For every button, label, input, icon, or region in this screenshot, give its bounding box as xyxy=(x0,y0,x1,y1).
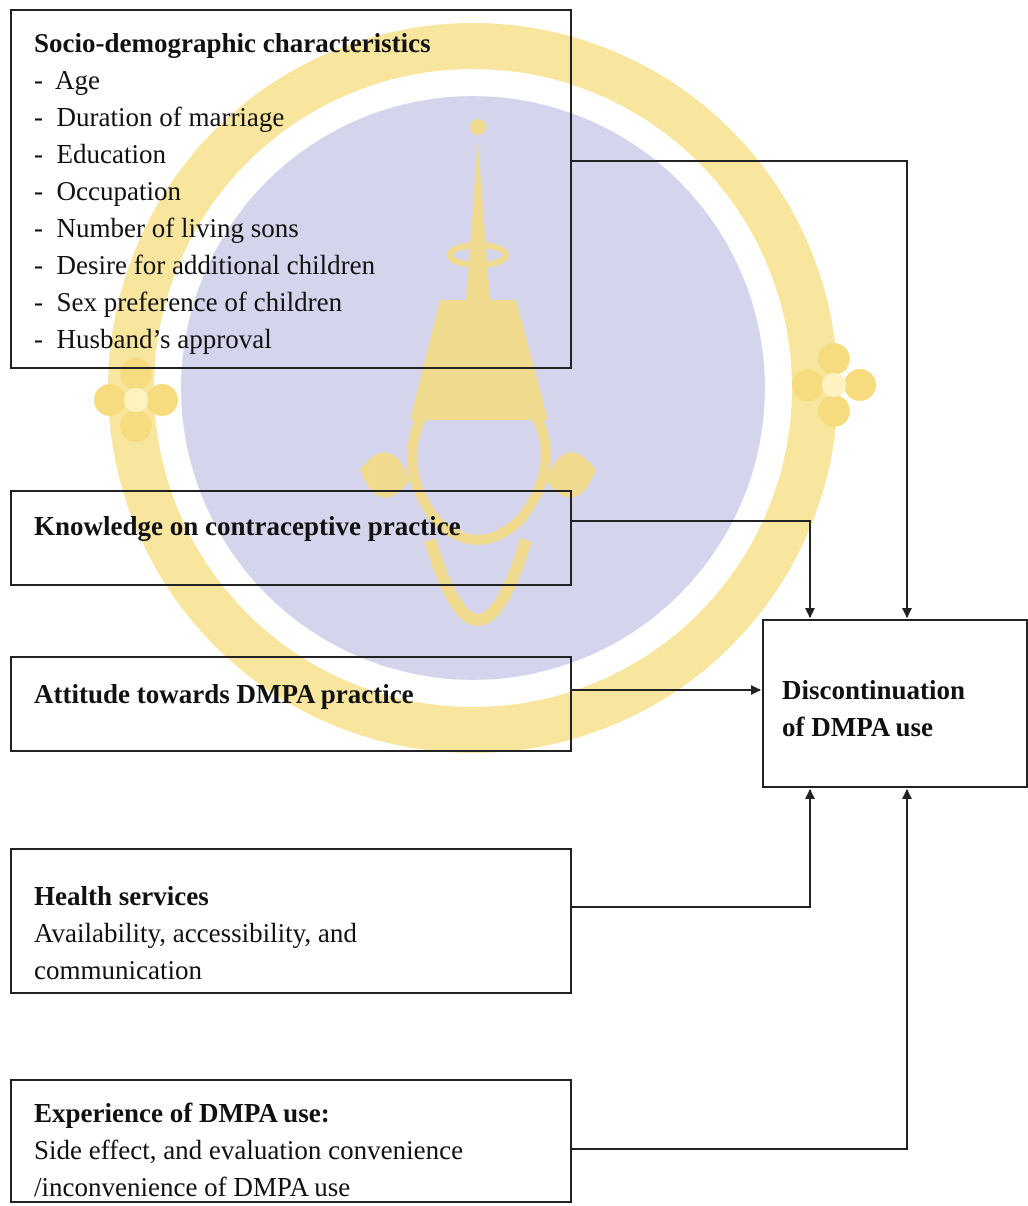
health-services-title: Health services xyxy=(34,881,209,911)
arrow-experience-to-outcome xyxy=(572,789,912,1150)
list-item: Occupation xyxy=(34,173,548,210)
socio-demographic-box: Socio-demographic characteristics Age Du… xyxy=(10,9,572,369)
list-item: Number of living sons xyxy=(34,210,548,247)
outcome-box: Discontinuation of DMPA use xyxy=(762,619,1028,788)
arrow-health-to-outcome xyxy=(572,789,815,908)
experience-box: Experience of DMPA use: Side effect, and… xyxy=(10,1079,572,1203)
attitude-title: Attitude towards DMPA practice xyxy=(34,679,414,709)
arrow-knowledge-to-outcome xyxy=(572,520,815,618)
list-item: Husband’s approval xyxy=(34,321,548,358)
list-item: Age xyxy=(34,62,548,99)
knowledge-title: Knowledge on contraceptive practice xyxy=(34,511,461,541)
seal-flower-left-icon xyxy=(94,358,178,442)
list-item: Duration of marriage xyxy=(34,99,548,136)
list-item: Sex preference of children xyxy=(34,284,548,321)
arrow-socio-to-outcome xyxy=(572,160,912,618)
outcome-text: Discontinuation of DMPA use xyxy=(782,675,966,742)
health-services-box: Health services Availability, accessibil… xyxy=(10,848,572,994)
list-item: Desire for additional children xyxy=(34,247,548,284)
experience-text: Side effect, and evaluation convenience … xyxy=(34,1135,464,1202)
experience-title: Experience of DMPA use: xyxy=(34,1098,330,1128)
attitude-box: Attitude towards DMPA practice xyxy=(10,656,572,752)
seal-flower-right-icon xyxy=(792,343,876,427)
socio-demographic-title: Socio-demographic characteristics xyxy=(34,28,431,58)
socio-demographic-list: Age Duration of marriage Education Occup… xyxy=(34,62,548,358)
list-item: Education xyxy=(34,136,548,173)
health-services-text: Availability, accessibility, and communi… xyxy=(34,918,357,985)
knowledge-box: Knowledge on contraceptive practice xyxy=(10,490,572,586)
